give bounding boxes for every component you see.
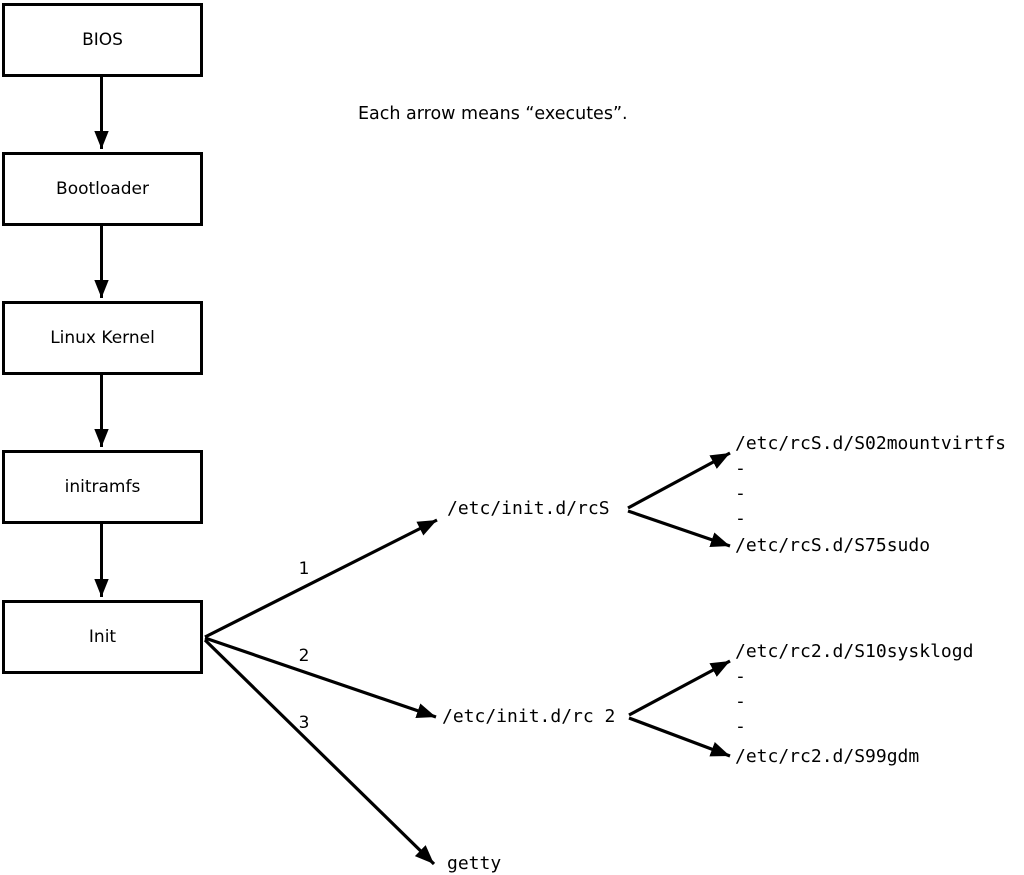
node-initramfs-label: initramfs xyxy=(64,477,141,497)
init-fanout-arrows xyxy=(203,518,438,866)
node-bootloader-label: Bootloader xyxy=(56,179,149,199)
arrow-rc2-first xyxy=(628,659,731,717)
arrow-init-rc2 xyxy=(204,636,437,719)
node-rc2-label: /etc/init.d/rc 2 xyxy=(442,706,616,727)
node-rcS-label: /etc/init.d/rcS xyxy=(447,498,610,519)
rc2-script-first: /etc/rc2.d/S10sysklogd xyxy=(735,641,974,662)
arrow-rc2-last xyxy=(628,716,731,758)
rc2-ellipsis-dash: - xyxy=(735,716,746,737)
node-bios-label: BIOS xyxy=(82,30,123,50)
node-init: Init xyxy=(2,600,203,674)
arrow-init-getty xyxy=(203,638,436,866)
node-init-label: Init xyxy=(88,627,117,647)
node-linux-kernel: Linux Kernel xyxy=(2,301,203,375)
rcS-ellipsis-dash: - xyxy=(735,458,746,479)
node-bootloader: Bootloader xyxy=(2,152,203,226)
arrow-rcS-last xyxy=(627,509,731,548)
branch-1-number: 1 xyxy=(298,559,310,579)
arrow-rcS-first xyxy=(627,451,731,510)
rcS-script-first: /etc/rcS.d/S02mountvirtfs xyxy=(735,433,1006,454)
node-linux-kernel-label: Linux Kernel xyxy=(50,328,155,348)
rcS-fanout-arrows xyxy=(627,451,731,548)
rc2-ellipsis-dash: - xyxy=(735,666,746,687)
branch-3-number: 3 xyxy=(298,713,310,733)
node-getty-label: getty xyxy=(447,853,502,874)
node-initramfs: initramfs xyxy=(2,450,203,524)
node-bios: BIOS xyxy=(2,3,203,77)
arrow-init-rcS xyxy=(204,518,438,639)
legend-note: Each arrow means “executes”. xyxy=(358,104,628,124)
rc2-ellipsis-dash: - xyxy=(735,691,746,712)
rc2-fanout-arrows xyxy=(628,659,731,758)
branch-2-number: 2 xyxy=(298,646,310,666)
rcS-ellipsis-dash: - xyxy=(735,483,746,504)
rc2-script-last: /etc/rc2.d/S99gdm xyxy=(735,746,920,767)
rcS-script-last: /etc/rcS.d/S75sudo xyxy=(735,535,931,556)
rcS-ellipsis-dash: - xyxy=(735,508,746,529)
